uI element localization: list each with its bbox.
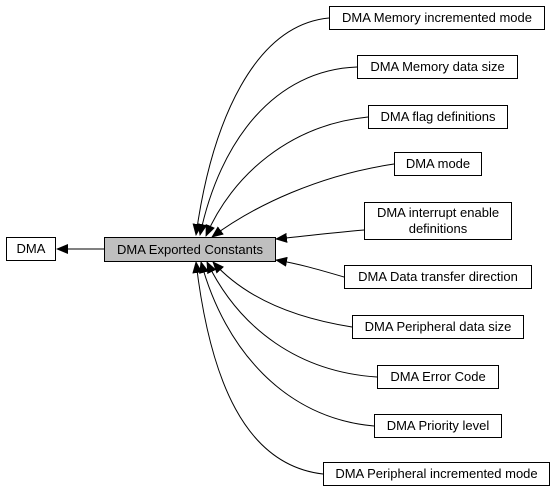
node-memory-incremented-mode[interactable]: DMA Memory incremented mode xyxy=(329,6,545,30)
edge-memory-data-size xyxy=(197,66,358,236)
node-flag-definitions[interactable]: DMA flag definitions xyxy=(368,105,508,129)
node-peripheral-incremented-mode[interactable]: DMA Peripheral incremented mode xyxy=(323,462,550,486)
edge-priority-level xyxy=(199,261,375,427)
node-dma[interactable]: DMA xyxy=(6,237,56,261)
edge-peripheral-data-size xyxy=(212,261,353,328)
node-dma-exported-constants: DMA Exported Constants xyxy=(104,237,276,262)
node-error-code[interactable]: DMA Error Code xyxy=(377,365,499,389)
edge-peripheral-incremented-mode xyxy=(192,261,324,475)
edge-data-transfer-direction xyxy=(275,256,345,278)
edge-mode xyxy=(211,163,395,238)
node-peripheral-data-size[interactable]: DMA Peripheral data size xyxy=(352,315,524,339)
node-interrupt-enable-definitions[interactable]: DMA interrupt enable definitions xyxy=(364,202,512,240)
node-mode[interactable]: DMA mode xyxy=(394,152,482,176)
node-priority-level[interactable]: DMA Priority level xyxy=(374,414,502,438)
node-data-transfer-direction[interactable]: DMA Data transfer direction xyxy=(344,265,532,289)
edge-flag-definitions xyxy=(205,116,369,237)
edge-memory-incremented-mode xyxy=(192,17,330,236)
edge-error-code xyxy=(206,261,378,378)
edge-interrupt-enable-definitions xyxy=(275,229,365,243)
node-memory-data-size[interactable]: DMA Memory data size xyxy=(357,55,518,79)
